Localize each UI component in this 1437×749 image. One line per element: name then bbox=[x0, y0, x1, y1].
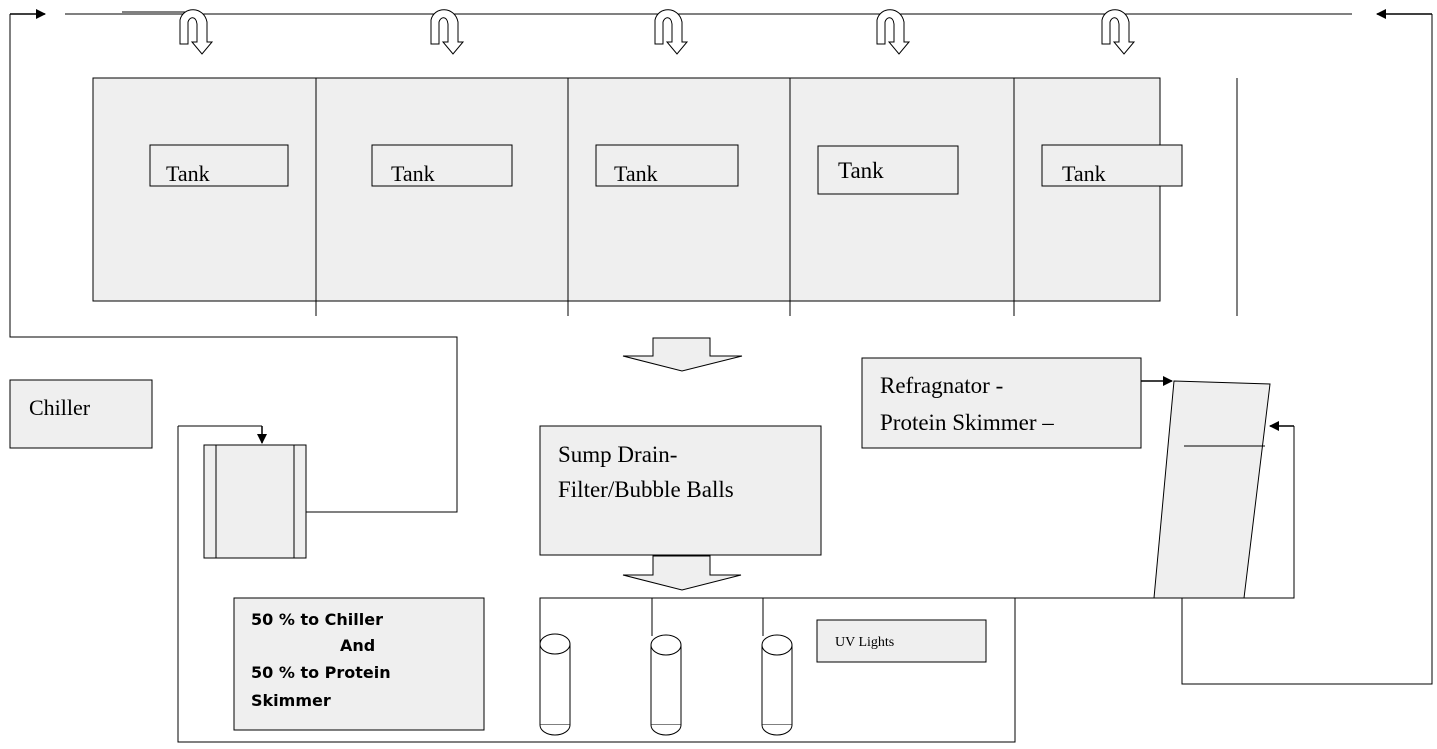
drain-arrow-icon bbox=[622, 337, 743, 372]
tank-label-box bbox=[371, 144, 513, 187]
refragnator-label-line2: Protein Skimmer – bbox=[880, 410, 1054, 435]
chiller-return-pipe bbox=[9, 14, 458, 513]
split-note-box bbox=[233, 597, 485, 731]
tank-label-box bbox=[595, 144, 739, 187]
tank-label: Tank bbox=[614, 161, 658, 186]
tank-label: Tank bbox=[391, 161, 435, 186]
right-return-pipe bbox=[1181, 14, 1433, 685]
inflow-arrow-icon bbox=[1101, 9, 1136, 55]
sump-box bbox=[539, 425, 822, 556]
split-note: 50 % to Chiller And 50 % to Protein Skim… bbox=[233, 597, 485, 731]
sump-down-arrow-icon bbox=[622, 555, 742, 591]
uv-lights-label: UV Lights bbox=[835, 635, 894, 650]
uv-lights: UV Lights bbox=[816, 619, 987, 663]
inflow-arrow-icon bbox=[876, 9, 911, 55]
tank-label: Tank bbox=[166, 161, 210, 186]
tank-4: Tank bbox=[817, 145, 959, 195]
tank-5: Tank bbox=[1041, 144, 1183, 187]
refragnator-box bbox=[861, 357, 1142, 449]
protein-skimmer-unit bbox=[1153, 380, 1271, 599]
split-note-line2: And bbox=[340, 636, 375, 655]
uv-lamp bbox=[761, 634, 793, 736]
sump-label-line1: Sump Drain- bbox=[558, 442, 677, 467]
tank-label: Tank bbox=[838, 158, 884, 183]
bottom-loop-pipe bbox=[177, 426, 1016, 743]
refragnator-label-line1: Refragnator - bbox=[880, 373, 1003, 398]
sump-label-line2: Filter/Bubble Balls bbox=[558, 477, 734, 502]
split-note-line1: 50 % to Chiller bbox=[251, 610, 383, 629]
tank-1: Tank bbox=[149, 144, 289, 187]
split-note-line4: Skimmer bbox=[251, 691, 331, 710]
inflow-arrow-icon bbox=[179, 9, 214, 55]
inflow-arrow-icon bbox=[430, 9, 465, 55]
tank-3: Tank bbox=[595, 144, 739, 187]
chiller-label: Chiller bbox=[29, 395, 91, 420]
tank-label-box bbox=[817, 145, 959, 195]
uv-manifold bbox=[539, 597, 1156, 736]
chiller-unit bbox=[203, 444, 307, 559]
skimmer-return-pipe bbox=[1156, 426, 1295, 599]
split-note-line3: 50 % to Protein bbox=[251, 663, 391, 682]
tank-label: Tank bbox=[1062, 161, 1106, 186]
chiller: Chiller bbox=[9, 379, 153, 449]
tank-label-box bbox=[1041, 144, 1183, 187]
uv-lamp bbox=[539, 633, 571, 736]
tank-bank bbox=[92, 77, 1161, 302]
tank-label-box bbox=[149, 144, 289, 187]
inflow-arrow-icon bbox=[654, 9, 689, 55]
uv-lamp bbox=[650, 634, 682, 736]
uv-lights-box bbox=[816, 619, 987, 663]
chiller-box bbox=[9, 379, 153, 449]
inflow-arrows bbox=[179, 9, 1136, 55]
refragnator: Refragnator - Protein Skimmer – bbox=[861, 357, 1142, 449]
tank-row: Tank Tank Tank Tank Tank bbox=[92, 77, 1238, 316]
tank-2: Tank bbox=[371, 144, 513, 187]
sump-drain: Sump Drain- Filter/Bubble Balls bbox=[539, 425, 822, 556]
